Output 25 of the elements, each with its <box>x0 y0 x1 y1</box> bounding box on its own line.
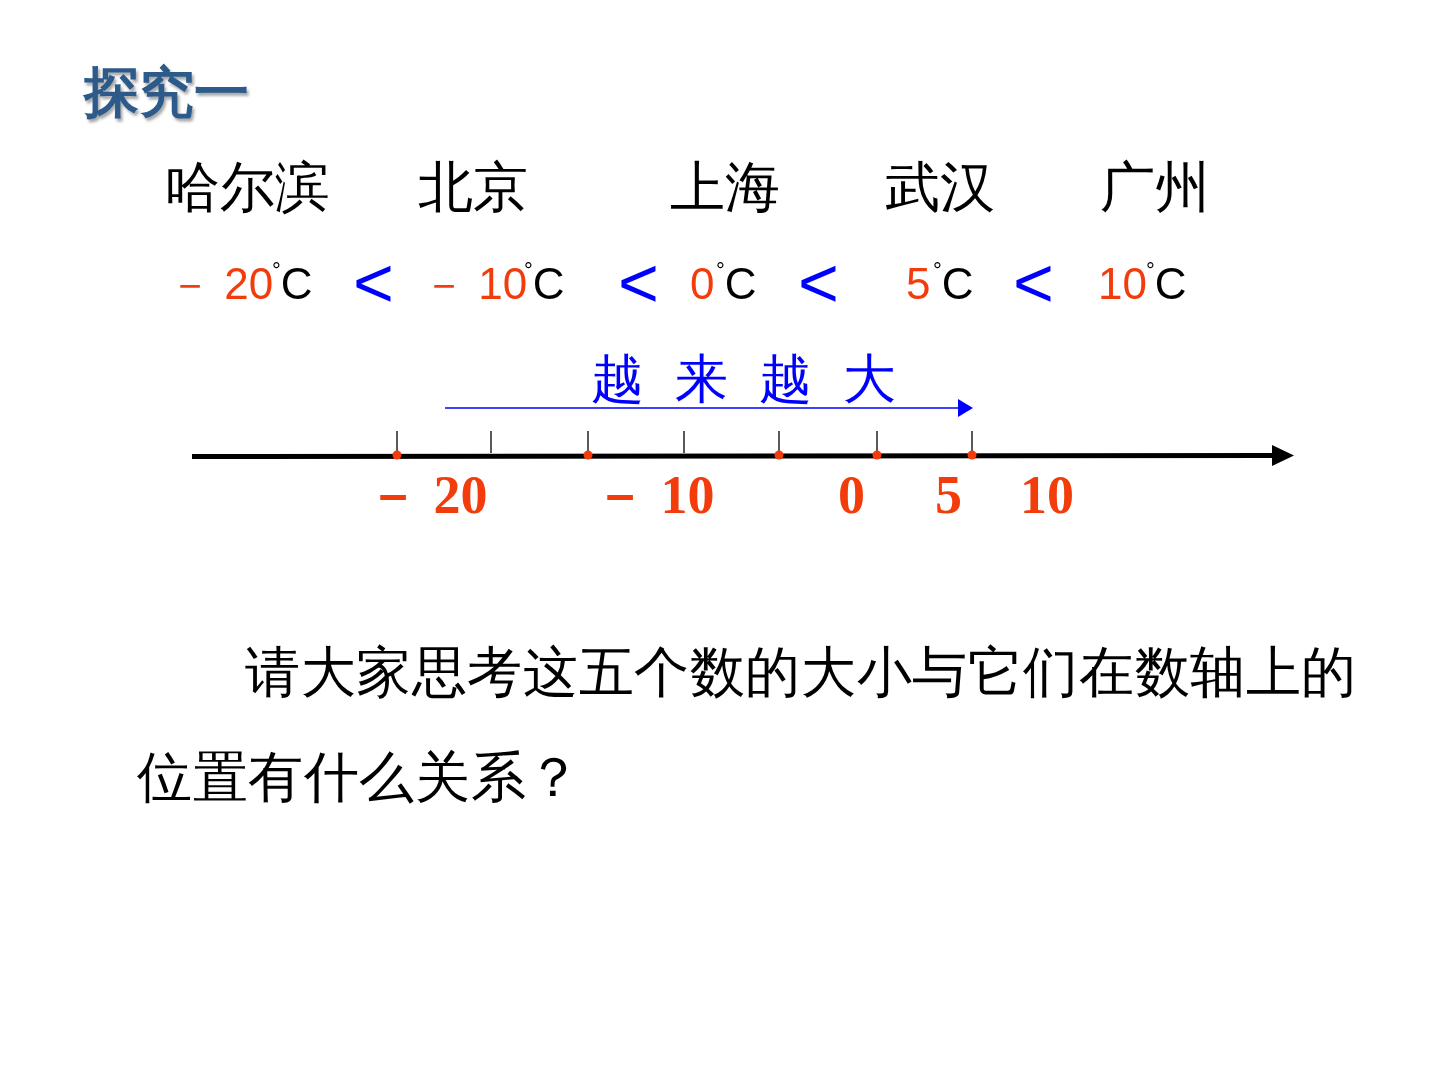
less-than-sign: < <box>618 248 659 318</box>
city-name: 哈尔滨 <box>165 160 330 215</box>
axis-number-label: － 20 <box>366 468 488 522</box>
city-name: 广州 <box>1100 160 1210 215</box>
axis-number-label: 10 <box>1020 468 1074 522</box>
temperature-value: 10 <box>1098 262 1147 306</box>
temperature-value: － 20 <box>168 262 274 306</box>
axis-number-label: 0 <box>838 468 865 522</box>
less-than-sign: < <box>353 248 394 318</box>
degree-unit: $^{°}$C <box>716 262 757 306</box>
less-than-sign: < <box>798 248 839 318</box>
temperature-value: 5 <box>906 262 931 306</box>
temperature-value: 0 <box>690 262 715 306</box>
degree-unit: $^{°}$C <box>1146 262 1187 306</box>
city-name: 上海 <box>670 160 780 215</box>
axis-number-label: 5 <box>935 468 962 522</box>
degree-unit: $^{°}$C <box>933 262 974 306</box>
axis-number-label: － 10 <box>593 468 715 522</box>
direction-label: 越 来 越 大 <box>591 352 896 405</box>
less-than-sign: < <box>1013 248 1054 318</box>
city-name: 北京 <box>418 160 528 215</box>
slide-title: 探究一 <box>84 65 249 120</box>
city-name: 武汉 <box>885 160 995 215</box>
question-text: 请大家思考这五个数的大小与它们在数轴上的位置有什么关系？ <box>137 639 1358 811</box>
degree-unit: $^{°}$C <box>272 262 313 306</box>
